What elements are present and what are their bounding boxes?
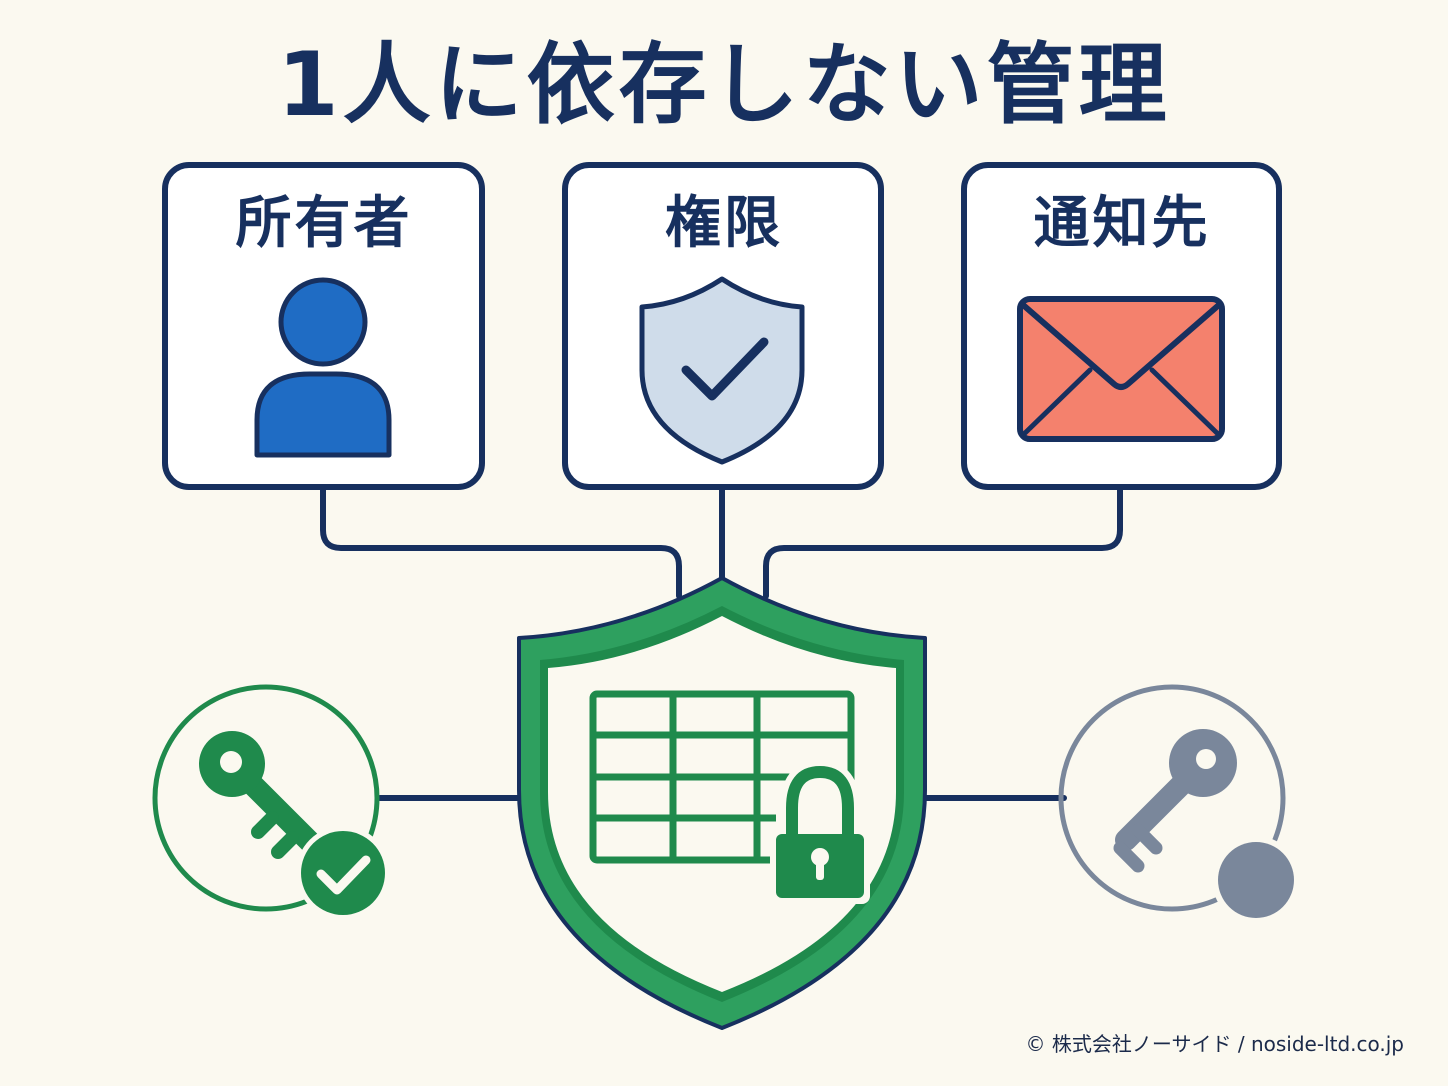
shield-check-icon	[639, 276, 805, 465]
card-label-permission: 権限	[665, 191, 783, 256]
card-notify	[961, 162, 1282, 490]
connector-lines	[320, 485, 1123, 801]
card-label-notify: 通知先	[1033, 191, 1211, 256]
connector-owner	[320, 485, 682, 599]
gray-key-icon	[1113, 729, 1237, 873]
card-owner	[162, 162, 485, 490]
key-inactive-icon	[1058, 684, 1300, 924]
status-dot-icon	[1212, 836, 1300, 924]
padlock-icon	[770, 759, 870, 904]
check-badge-icon	[296, 826, 390, 920]
person-icon	[254, 277, 392, 458]
spreadsheet-lock-shield-icon	[517, 576, 927, 1030]
copyright-text: © 株式会社ノーサイド / noside-ltd.co.jp	[1025, 1032, 1404, 1056]
key-icon	[199, 731, 327, 859]
key-check-icon	[152, 684, 390, 920]
page-title: 1人に依存しない管理	[277, 33, 1171, 136]
envelope-icon	[1017, 296, 1225, 442]
connector-notify	[763, 485, 1123, 599]
card-permission	[562, 162, 884, 490]
card-label-owner: 所有者	[235, 191, 413, 256]
spreadsheet-icon	[589, 690, 855, 864]
